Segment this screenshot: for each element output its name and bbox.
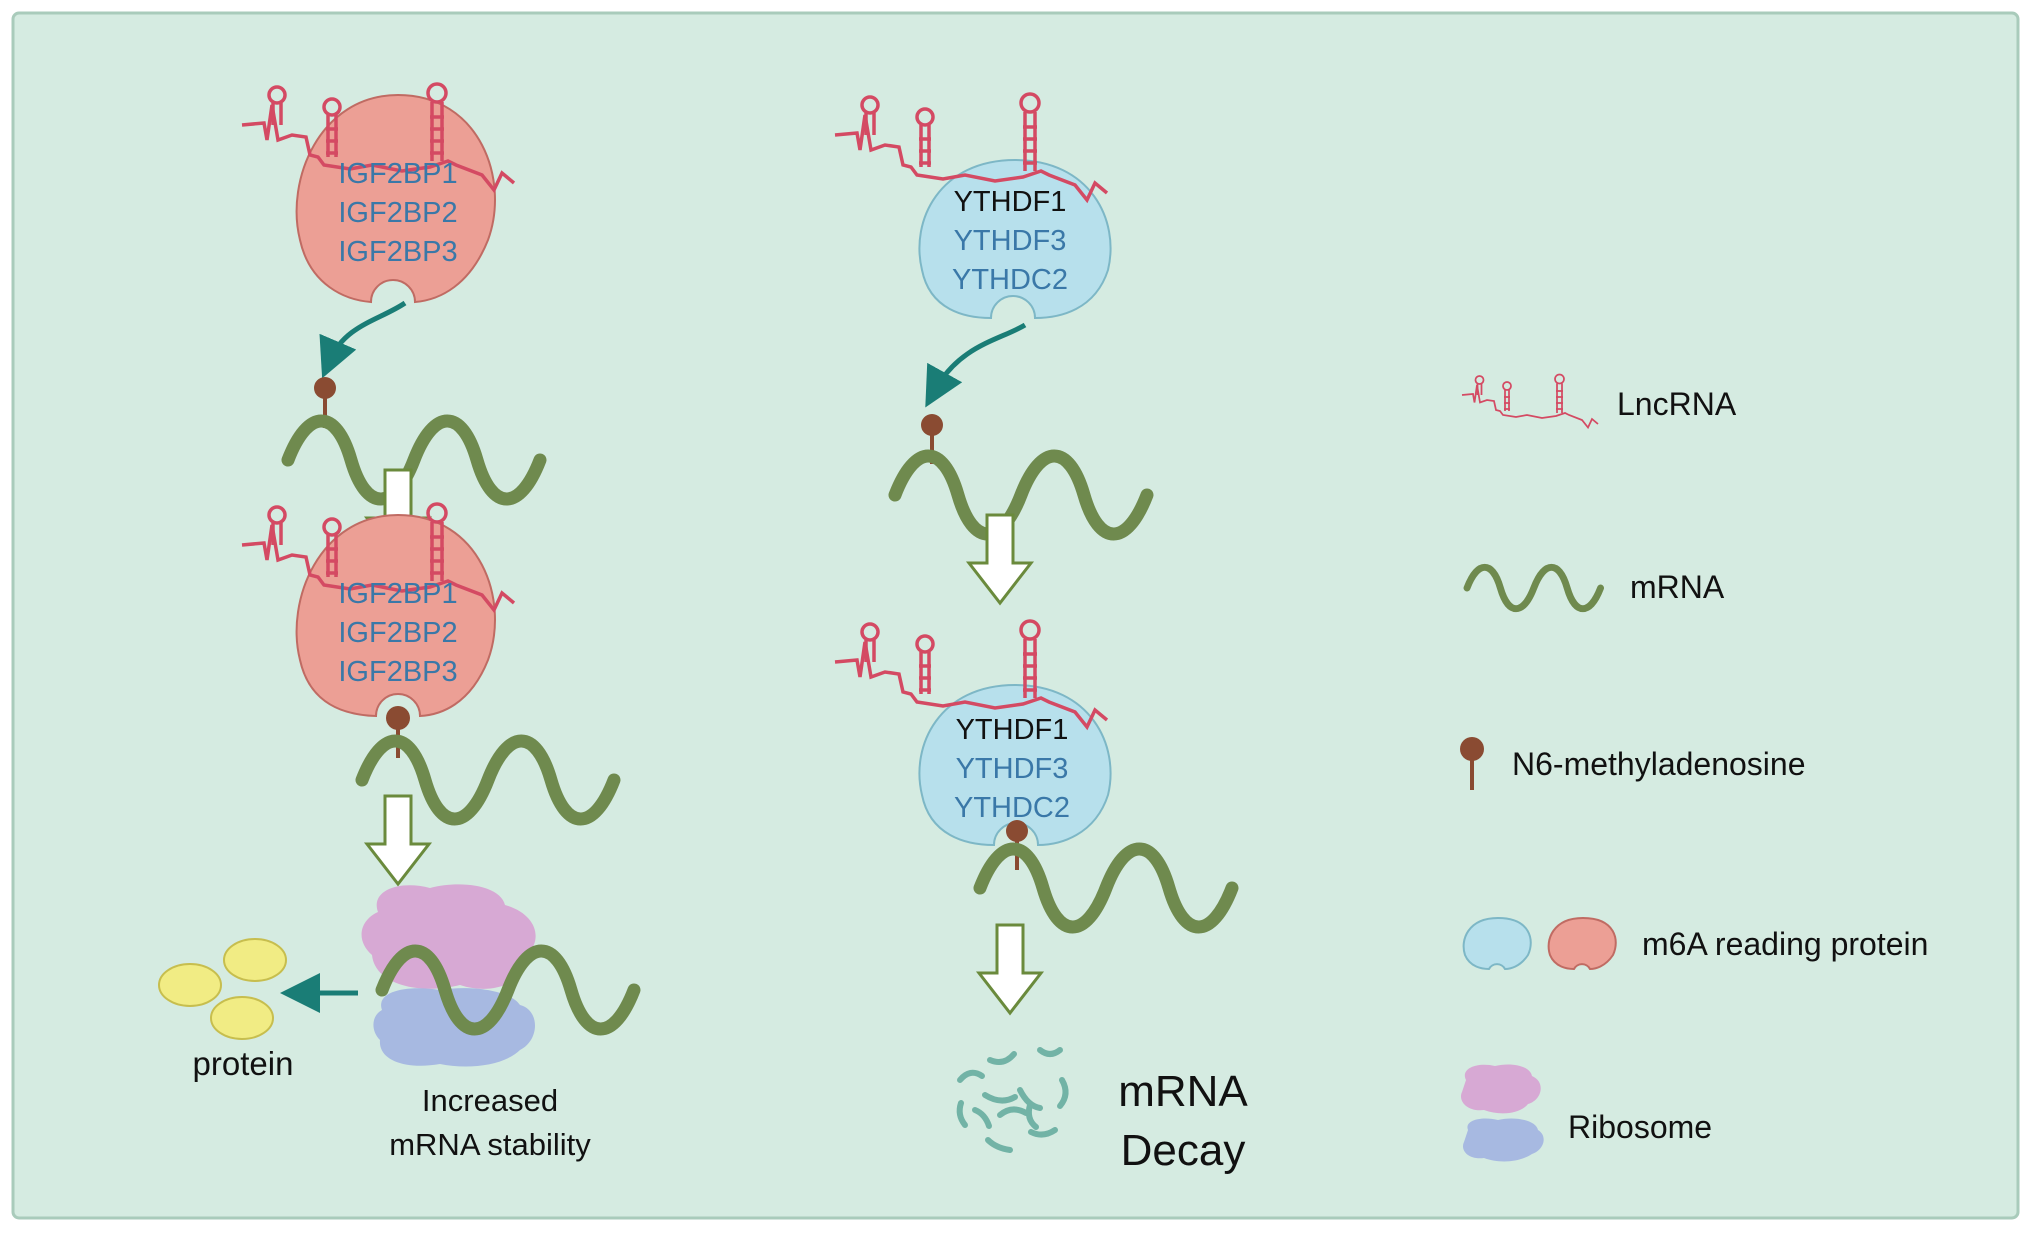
reader-label: IGF2BP1 bbox=[338, 158, 457, 190]
reader-label: YTHDF1 bbox=[956, 714, 1069, 746]
outcome-label-line1: mRNA bbox=[1118, 1067, 1248, 1116]
reader-label: YTHDF3 bbox=[956, 753, 1069, 785]
legend-label-lncrna: LncRNA bbox=[1617, 386, 1737, 422]
protein-products bbox=[158, 938, 287, 1040]
reader-protein-left-bottom bbox=[295, 513, 496, 718]
m6a-mark bbox=[386, 706, 410, 730]
mrna-with-m6a-left bbox=[288, 377, 540, 499]
m6a-mark bbox=[921, 414, 943, 436]
reader-protein-right-top bbox=[918, 158, 1112, 320]
mrna-with-m6a-right bbox=[895, 414, 1147, 534]
ribosome-translation bbox=[361, 884, 634, 1067]
right-reader-complex-top: YTHDF1 YTHDF3 YTHDC2 bbox=[833, 92, 1112, 320]
reader-label: IGF2BP2 bbox=[338, 197, 457, 229]
legend-label-mrna: mRNA bbox=[1630, 569, 1725, 605]
legend-label-reader-protein: m6A reading protein bbox=[1642, 926, 1928, 962]
protein-label: protein bbox=[193, 1045, 294, 1082]
curved-arrow-left bbox=[319, 300, 407, 379]
curved-arrow-right bbox=[925, 322, 1027, 408]
reader-label: IGF2BP3 bbox=[338, 236, 457, 268]
reader-label: YTHDC2 bbox=[952, 264, 1068, 296]
ribosome-icon bbox=[1460, 1064, 1544, 1162]
legend: LncRNA mRNA N6-methyladenosine m6A readi… bbox=[1460, 373, 1928, 1162]
reader-label: IGF2BP2 bbox=[338, 617, 457, 649]
legend-label-m6a: N6-methyladenosine bbox=[1512, 746, 1806, 782]
reader-protein-icon bbox=[1462, 916, 1617, 971]
reader-label: YTHDF3 bbox=[954, 225, 1067, 257]
legend-label-ribosome: Ribosome bbox=[1568, 1109, 1712, 1145]
m6a-mark bbox=[1006, 820, 1028, 842]
reader-label: IGF2BP1 bbox=[338, 578, 457, 610]
decayed-mrna-fragments bbox=[956, 1047, 1069, 1153]
reader-label: YTHDC2 bbox=[954, 792, 1070, 824]
m6a-mark bbox=[314, 377, 336, 399]
outcome-label-line2: mRNA stability bbox=[389, 1127, 591, 1162]
outcome-label-line1: Increased bbox=[422, 1083, 558, 1118]
reader-protein-left-top bbox=[295, 93, 496, 304]
outcome-label-line2: Decay bbox=[1121, 1126, 1246, 1175]
right-reader-complex-bottom: YTHDF1 YTHDF3 YTHDC2 bbox=[833, 619, 1232, 927]
m6a-icon bbox=[1460, 737, 1484, 790]
left-reader-complex-top: IGF2BP1 IGF2BP2 IGF2BP3 bbox=[240, 82, 516, 304]
reader-label: YTHDF1 bbox=[954, 186, 1067, 218]
reader-label: IGF2BP3 bbox=[338, 656, 457, 688]
left-reader-complex-bottom: IGF2BP1 IGF2BP2 IGF2BP3 bbox=[240, 502, 614, 819]
